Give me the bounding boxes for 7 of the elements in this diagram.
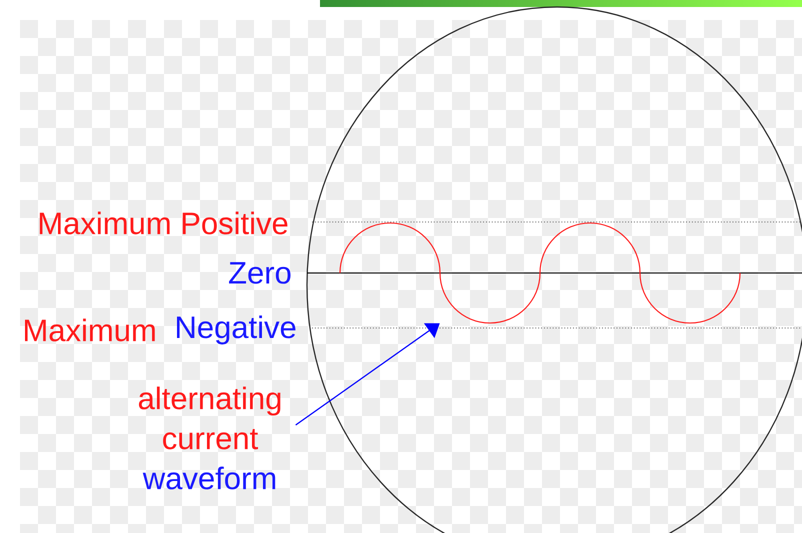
axis-label: Maximum Positive	[40, 212, 288, 234]
axis-label: Negative	[177, 316, 296, 344]
caption-text: alternating current waveform	[138, 386, 280, 490]
axis-label: Zero	[229, 262, 290, 284]
axis-label: Maximum	[25, 318, 155, 342]
waveform-curve	[339, 222, 741, 324]
leader-line	[295, 323, 440, 426]
